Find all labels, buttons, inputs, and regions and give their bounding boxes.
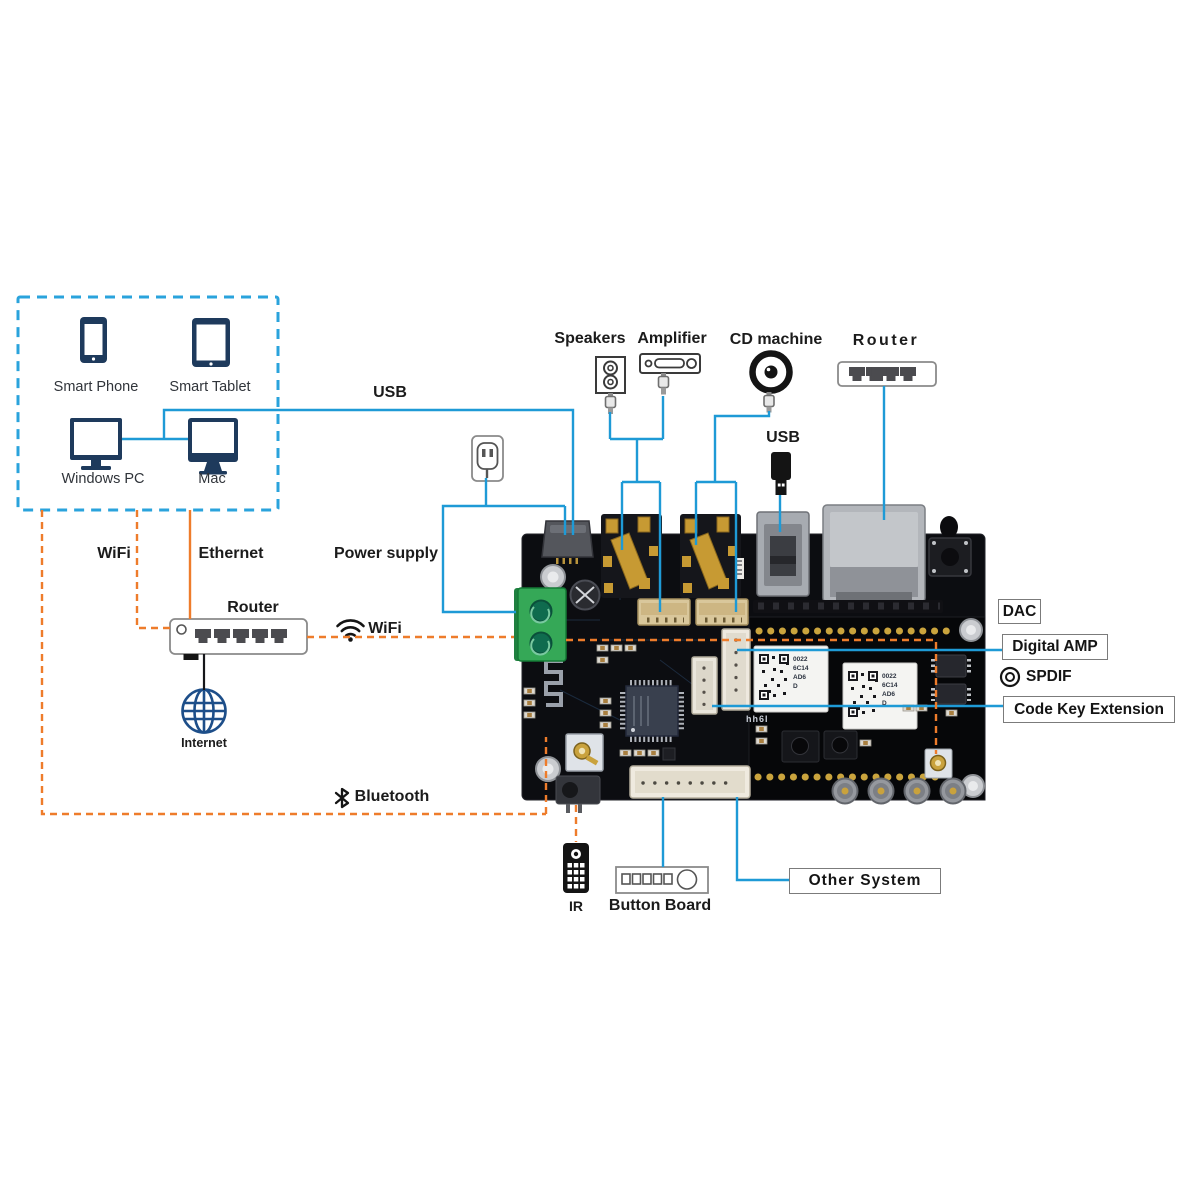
main-chip [620, 680, 684, 742]
power-adapter-icon [471, 435, 504, 482]
jst-connector-2 [696, 599, 748, 625]
line-wifi-board [566, 638, 938, 754]
usb-right-label: USB [766, 429, 800, 446]
speakers-icon [595, 356, 626, 414]
smart-phone-label: Smart Phone [53, 379, 139, 395]
button-board-label: Button Board [608, 897, 712, 914]
wifi-module-2 [842, 662, 918, 730]
smd-components [523, 644, 958, 761]
usb-a-port [756, 511, 810, 597]
module1-code-line3: AD6 [793, 674, 807, 681]
wifi-module-1 [753, 645, 829, 713]
module2-code-line1: 0022 [882, 673, 897, 680]
mac-icon [188, 418, 238, 475]
bottom-buttons [831, 777, 967, 805]
pcb-board [514, 504, 986, 813]
bottom-jst-connector [629, 765, 751, 799]
line-power [441, 478, 567, 614]
barcode-label [735, 558, 744, 579]
line-other-system [735, 797, 789, 882]
usb-top-label: USB [373, 384, 407, 401]
smart-tablet-icon [192, 318, 230, 367]
power-supply-label: Power supply [333, 545, 439, 562]
internet-globe-icon [181, 688, 227, 734]
jst-connector-1 [638, 599, 690, 625]
power-terminal-block [514, 587, 567, 662]
usb-stick-icon [771, 452, 791, 495]
ethernet-label: Ethernet [198, 545, 264, 562]
amplifier-icon [639, 353, 701, 395]
wifi-icon [336, 619, 365, 642]
mac-label: Mac [198, 471, 226, 487]
smart-tablet-label: Smart Tablet [169, 379, 251, 395]
router-top-label: Router [852, 332, 920, 349]
dac-label-box: DAC [998, 599, 1041, 624]
device-group-box [16, 295, 280, 512]
smart-phone-icon [80, 317, 107, 363]
ir-remote-icon [563, 843, 589, 893]
windows-pc-label: Windows PC [61, 471, 145, 487]
windows-pc-icon [70, 418, 122, 470]
spdif-label: SPDIF [1026, 668, 1072, 685]
wifi-mid-label: WiFi [368, 620, 402, 637]
bluetooth-label: Bluetooth [354, 788, 430, 805]
router-top-icon [837, 361, 937, 387]
wifi-left-label: WiFi [97, 545, 131, 562]
tactile-switch [928, 516, 972, 577]
silkscreen-text: hh6I [746, 714, 769, 724]
micro-usb-port [541, 520, 594, 564]
audio-jack-1 [600, 513, 663, 599]
code-key-extension-label-box: Code Key Extension [1003, 696, 1175, 723]
cd-machine-label: CD machine [729, 331, 823, 348]
audio-jack-2 [679, 513, 742, 599]
ethernet-jack [822, 504, 926, 603]
button-board-icon [615, 866, 709, 894]
cd-machine-icon [749, 350, 793, 413]
module2-code-line4: D [882, 700, 887, 707]
digital-amp-label-box: Digital AMP [1002, 634, 1108, 660]
router-left-label: Router [227, 599, 279, 616]
small-ic [662, 747, 676, 761]
other-system-label-box: Other System [789, 868, 941, 894]
line-bluetooth [40, 510, 548, 816]
ipex-connector-left [565, 733, 604, 772]
soic-chips [931, 654, 971, 705]
spdif-icon [999, 666, 1021, 688]
internet-label: Internet [181, 736, 227, 750]
ir-label: IR [569, 898, 583, 914]
bluetooth-icon [334, 787, 350, 809]
connection-lines [40, 386, 1003, 882]
line-wifi-left [135, 510, 170, 630]
router-left-icon [169, 618, 308, 660]
module1-code-line1: 0022 [793, 656, 808, 663]
amplifier-label: Amplifier [637, 330, 707, 347]
screw-holes [535, 564, 985, 798]
ipex-connector-right [924, 748, 953, 779]
module1-code-line2: 6C14 [793, 665, 809, 672]
capacitor [569, 579, 601, 611]
line-cd-machine [694, 411, 771, 612]
line-speakers-amplifier [608, 396, 665, 612]
module1-code-line4: D [793, 683, 798, 690]
speakers-label: Speakers [554, 330, 626, 347]
module2-code-line2: 6C14 [882, 682, 898, 689]
module2-code-line3: AD6 [882, 691, 896, 698]
white-connector-a [691, 656, 718, 715]
line-usb [162, 408, 575, 535]
ir-receiver [555, 775, 601, 813]
module-buttons [781, 730, 858, 763]
